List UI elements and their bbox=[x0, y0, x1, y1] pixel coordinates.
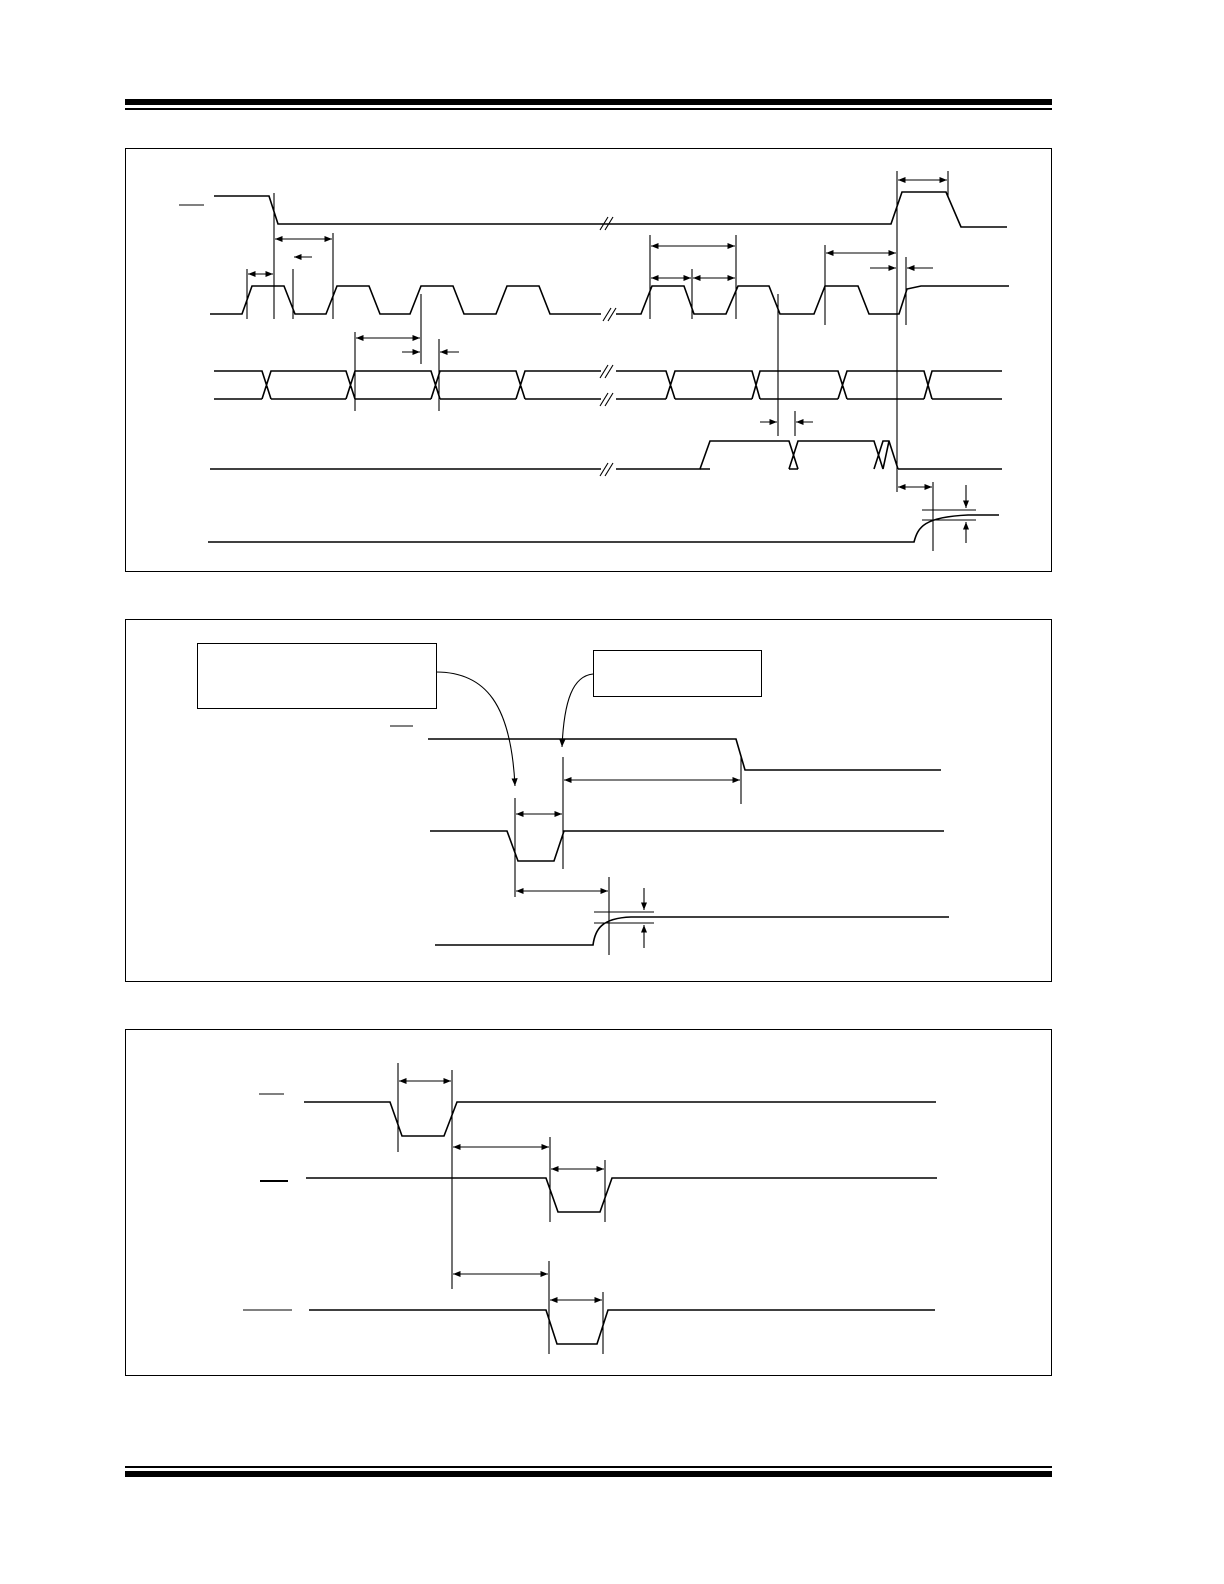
timing-reference-lines bbox=[246, 171, 949, 551]
header-rule-thick bbox=[125, 99, 1052, 105]
signal-2-waveform bbox=[306, 1177, 937, 1213]
control-pulse-waveform bbox=[430, 830, 944, 862]
footer-rule-thick bbox=[125, 1471, 1052, 1477]
timing-reference-lines bbox=[514, 757, 742, 955]
status-waveform bbox=[435, 916, 949, 946]
note-1-callout bbox=[435, 671, 518, 787]
timing-diagram-1 bbox=[125, 148, 1052, 572]
timing-diagram-3 bbox=[125, 1029, 1052, 1376]
note-box-2 bbox=[593, 650, 762, 697]
header-rule-thin bbox=[125, 108, 1052, 110]
note-2-callout bbox=[559, 673, 594, 748]
timing-dimension-arrows bbox=[248, 176, 970, 543]
data-in-break-mark bbox=[599, 364, 614, 407]
timing-diagram-1-svg bbox=[179, 171, 1009, 551]
timing-reference-lines bbox=[397, 1063, 606, 1354]
timing-diagram-2-svg bbox=[347, 662, 949, 955]
timing-dimension-arrows bbox=[399, 1077, 604, 1304]
data-out-break-mark bbox=[599, 462, 614, 477]
cs-break-mark bbox=[599, 216, 614, 231]
data-out-bus bbox=[210, 440, 1002, 470]
data-in-bus-top bbox=[214, 370, 1002, 400]
footer-rule-thin bbox=[125, 1466, 1052, 1468]
clock-waveform bbox=[210, 285, 1009, 315]
clock-break-mark bbox=[602, 307, 617, 322]
timing-dimension-arrows bbox=[516, 776, 740, 948]
timing-diagram-2 bbox=[125, 619, 1052, 982]
signal-3-waveform bbox=[309, 1309, 935, 1345]
cs-waveform bbox=[428, 738, 941, 771]
status-waveform bbox=[208, 514, 999, 543]
timing-diagram-3-svg bbox=[243, 1063, 937, 1354]
signal-1-waveform bbox=[304, 1101, 936, 1137]
note-box-1 bbox=[197, 643, 437, 709]
